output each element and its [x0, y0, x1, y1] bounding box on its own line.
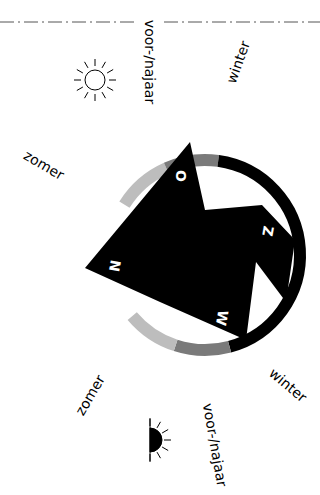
sun-ray	[95, 59, 96, 66]
setting-sun-symbol	[150, 418, 171, 462]
sun-ray	[162, 430, 168, 434]
compass-letter: N	[107, 259, 123, 273]
sun-ray	[85, 92, 89, 98]
house-plan	[85, 142, 295, 340]
season-label: winter	[224, 39, 252, 85]
sun-ray	[77, 87, 83, 91]
sun-ray	[74, 80, 81, 81]
season-label: zomer	[73, 372, 107, 417]
compass-letter: Z	[260, 225, 276, 237]
season-label: zomer	[21, 148, 66, 182]
sun-ray	[77, 70, 83, 74]
compass-letter: W	[214, 309, 230, 327]
sun-ray	[95, 94, 96, 101]
sun-ray	[150, 454, 151, 461]
sun-ray	[107, 87, 113, 91]
sun-ray	[85, 62, 89, 68]
sun-symbol	[74, 59, 116, 101]
sun-ray	[164, 440, 171, 441]
sun-ray	[102, 92, 106, 98]
season-arc	[176, 345, 230, 350]
season-label: voor-/najaar	[201, 402, 229, 487]
season-arc	[132, 316, 175, 345]
sun-ray	[150, 419, 151, 426]
sun-ray	[109, 80, 116, 81]
sun-ray	[162, 447, 168, 451]
sun-ray	[102, 62, 106, 68]
sun-ray	[107, 70, 113, 74]
compass-letter: O	[174, 170, 188, 182]
horizon-line	[0, 22, 320, 23]
season-label: voor-/najaar	[143, 20, 157, 104]
sun-ray	[157, 422, 161, 428]
sun-ray	[157, 452, 161, 458]
season-label: winter	[267, 365, 310, 404]
